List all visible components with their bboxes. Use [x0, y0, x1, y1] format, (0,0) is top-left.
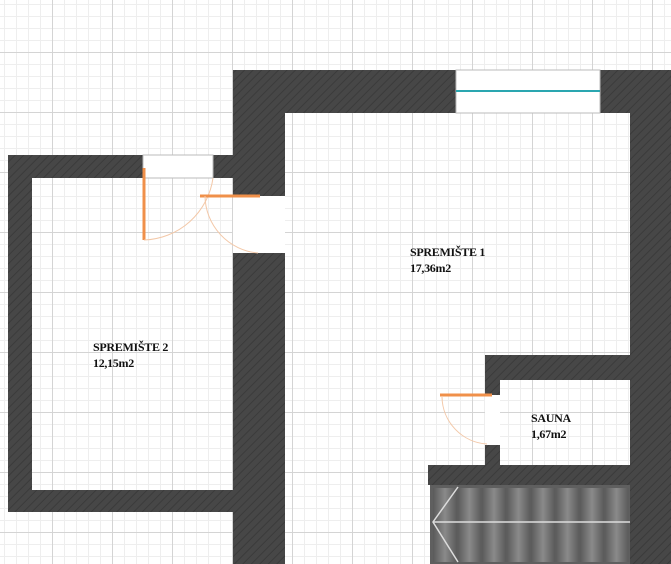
wall-sauna-top	[485, 355, 671, 380]
wall-sauna-bottom	[428, 465, 671, 485]
room-label-spremiste-1: SPREMIŠTE 1 17,36m2	[410, 244, 485, 276]
door-opening-sauna	[485, 395, 500, 445]
door-swing-arc	[204, 195, 259, 254]
stair-step	[506, 488, 531, 562]
wall-left-left-room	[8, 155, 32, 512]
window-left-room	[142, 154, 214, 179]
room-area: 1,67m2	[531, 427, 567, 441]
stairs-arrow-icon	[432, 486, 459, 563]
room-name: SPREMIŠTE 2	[93, 340, 169, 354]
wall-bottom-left-room	[8, 490, 285, 512]
stair-step	[531, 488, 555, 562]
room-label-sauna: SAUNA 1,67m2	[531, 410, 571, 442]
stairs	[430, 485, 630, 564]
stair-step	[580, 488, 604, 562]
wall-top-main	[233, 70, 671, 113]
stair-step	[604, 488, 629, 562]
wall-right-main	[630, 70, 671, 564]
door-swing-arc	[143, 177, 214, 241]
stair-step	[433, 488, 457, 562]
door-swing-arc	[441, 396, 488, 445]
stair-step	[482, 488, 506, 562]
room-area: 12,15m2	[93, 356, 134, 370]
walls	[8, 70, 671, 564]
stair-step	[555, 488, 580, 562]
door-opening-middle	[233, 196, 285, 253]
room-area: 17,36m2	[410, 261, 451, 275]
room-name: SPREMIŠTE 1	[410, 245, 486, 259]
room-label-spremiste-2: SPREMIŠTE 2 12,15m2	[93, 339, 168, 371]
wall-left-main	[233, 70, 285, 564]
room-name: SAUNA	[531, 411, 571, 425]
stair-step	[457, 488, 482, 562]
doors	[142, 168, 492, 445]
